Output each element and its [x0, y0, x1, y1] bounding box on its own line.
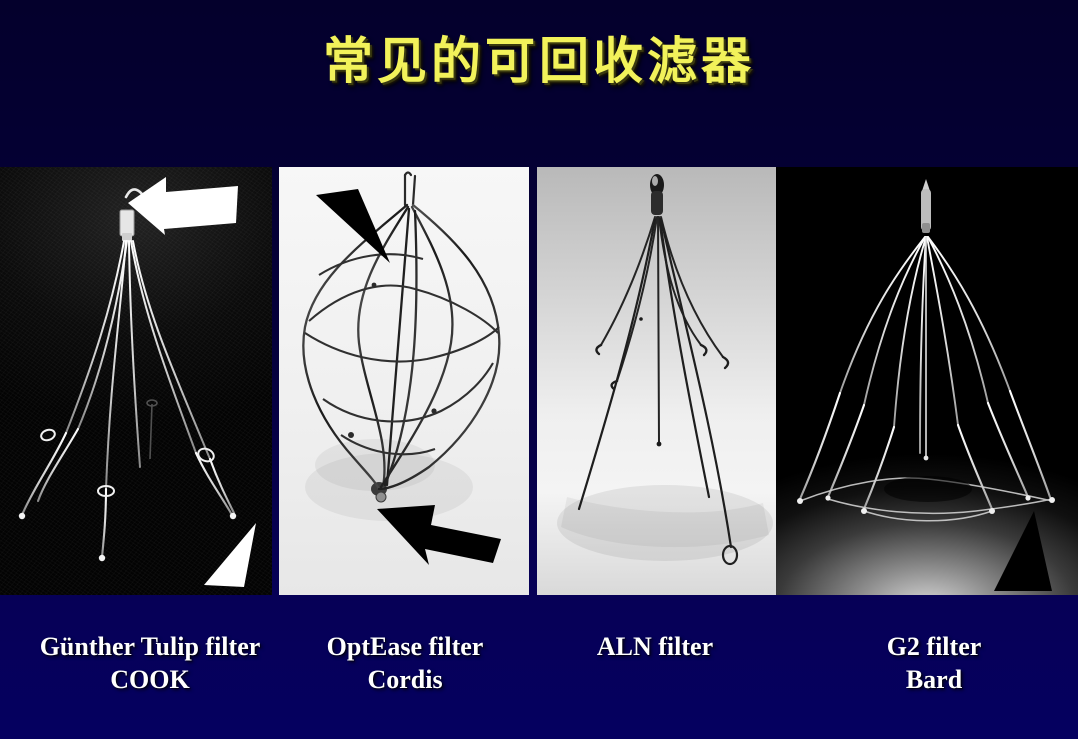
- black-triangle-icon: [978, 507, 1058, 595]
- photo-panel-optease: [279, 167, 529, 595]
- filter-photo-strip: [0, 167, 1078, 595]
- white-triangle-icon: [178, 519, 262, 591]
- caption-gunther-tulip: Günther Tulip filter COOK: [0, 630, 300, 696]
- black-arrow-left-icon: [375, 495, 503, 567]
- caption-row: Günther Tulip filter COOK OptEase filter…: [0, 630, 1078, 730]
- photo-panel-gunther-tulip: [0, 167, 272, 595]
- caption-line-2: Bard: [905, 665, 963, 694]
- photo-background-gray: [537, 167, 776, 595]
- optease-filter-image: [279, 167, 529, 595]
- caption-line-1: G2 filter: [886, 632, 982, 661]
- gunther-tulip-filter-image: [0, 167, 272, 595]
- white-arrow-left-icon: [126, 175, 242, 237]
- photo-background-dark: [0, 167, 272, 595]
- photo-panel-aln: [537, 167, 776, 595]
- aln-filter-image: [537, 167, 776, 595]
- caption-line-2: Cordis: [367, 665, 443, 694]
- caption-line-2: COOK: [110, 665, 190, 694]
- page-title: 常见的可回收滤器: [323, 31, 755, 90]
- caption-line-1: Günther Tulip filter: [39, 632, 261, 661]
- photo-panel-g2-bard: [776, 167, 1078, 595]
- caption-line-1: ALN filter: [596, 632, 714, 661]
- g2-filter-image: [776, 167, 1078, 595]
- black-triangle-icon: [312, 187, 396, 269]
- caption-g2-bard: G2 filter Bard: [790, 630, 1078, 696]
- caption-aln: ALN filter: [535, 630, 775, 663]
- caption-optease: OptEase filter Cordis: [280, 630, 530, 696]
- caption-line-1: OptEase filter: [326, 632, 484, 661]
